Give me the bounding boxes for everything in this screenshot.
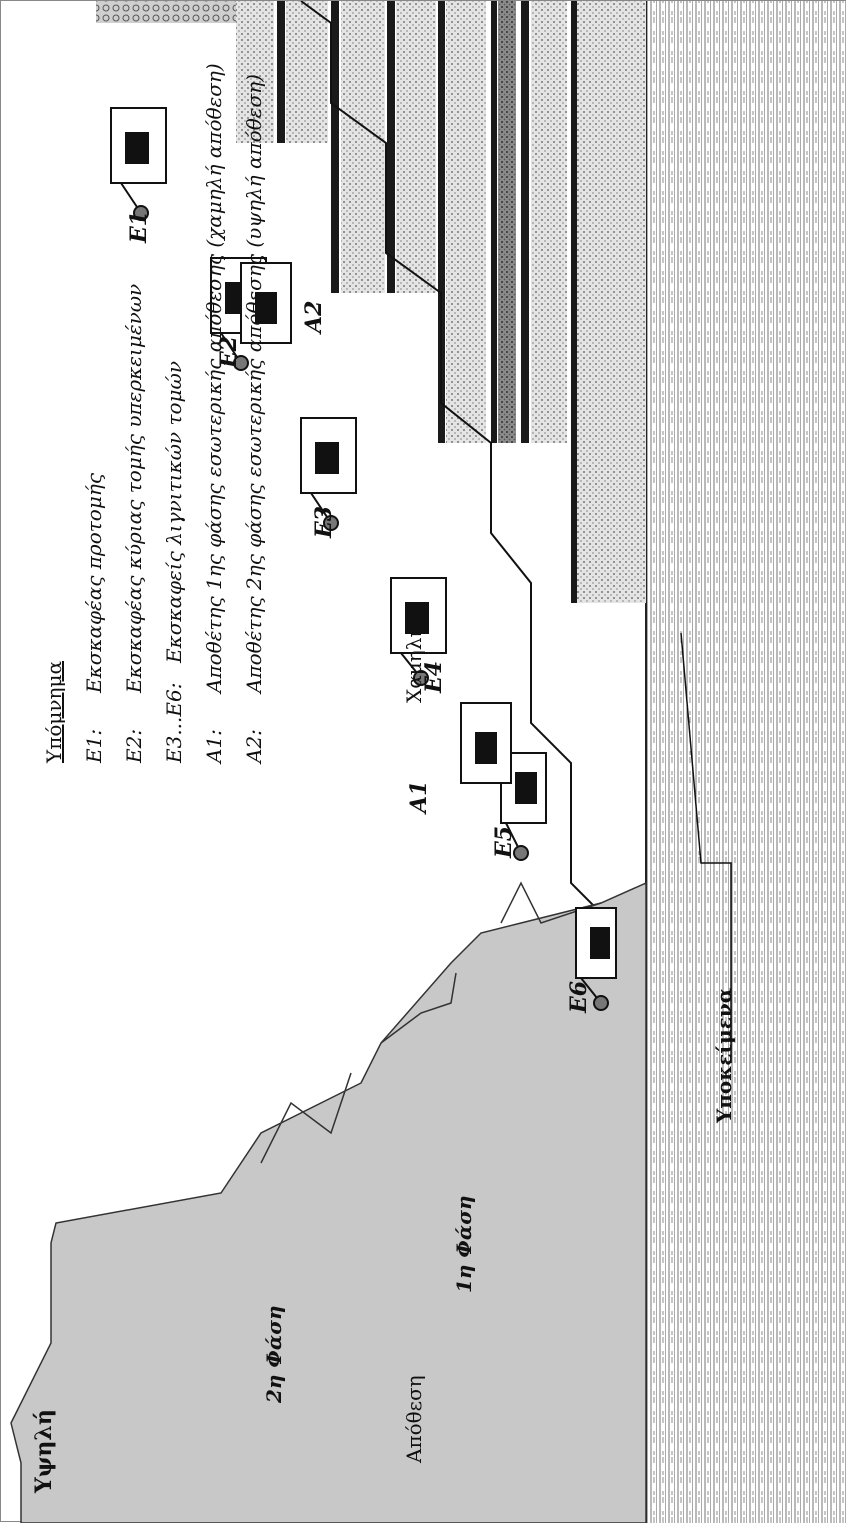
label-e1: E1 xyxy=(126,211,152,244)
label-phase1: 1η Φάση xyxy=(452,1195,476,1293)
legend-text-5: Αποθέτης 2ης φάσης εσωτερικής απόθεσης (… xyxy=(242,74,266,695)
legend-text-1: Εκσκαφέας προτομής xyxy=(82,472,106,694)
underlying-strata xyxy=(646,1,846,1523)
label-a2: A2 xyxy=(301,301,327,335)
label-e3: E3 xyxy=(311,506,337,539)
legend-key-4: A1: xyxy=(202,729,226,765)
label-phase2: 2η Φάση xyxy=(262,1305,286,1404)
label-underlying: Υποκείμενα xyxy=(712,988,736,1124)
label-e2: E2 xyxy=(216,336,242,369)
legend-title: Υπόμνημα xyxy=(42,661,66,764)
legend-text-2: Εκσκαφέας κύριας τομής υπερκειμένων xyxy=(122,284,146,694)
legend-key-1: E1: xyxy=(82,729,106,764)
label-low: Χαμηλή xyxy=(402,626,426,703)
label-a1: A1 xyxy=(406,781,432,815)
dumper-a1-glyph xyxy=(461,703,511,783)
legend-text-4: Αποθέτης 1ης φάσης εσωτερικής απόθεσης (… xyxy=(202,63,226,695)
label-high: Υψηλή xyxy=(31,1409,57,1494)
excavator-e1-glyph xyxy=(111,108,166,220)
legend-key-2: E2: xyxy=(122,729,146,764)
label-deposit: Απόθεση xyxy=(402,1375,426,1464)
legend-text-3: Εκσκαφείς λιγνιτικών τομών xyxy=(162,361,186,664)
legend-key-3: E3...E6: xyxy=(162,683,186,764)
label-e5: E5 xyxy=(491,826,517,859)
deposit-area xyxy=(11,883,646,1523)
legend-key-5: A2: xyxy=(242,729,266,765)
label-e6: E6 xyxy=(566,981,592,1014)
